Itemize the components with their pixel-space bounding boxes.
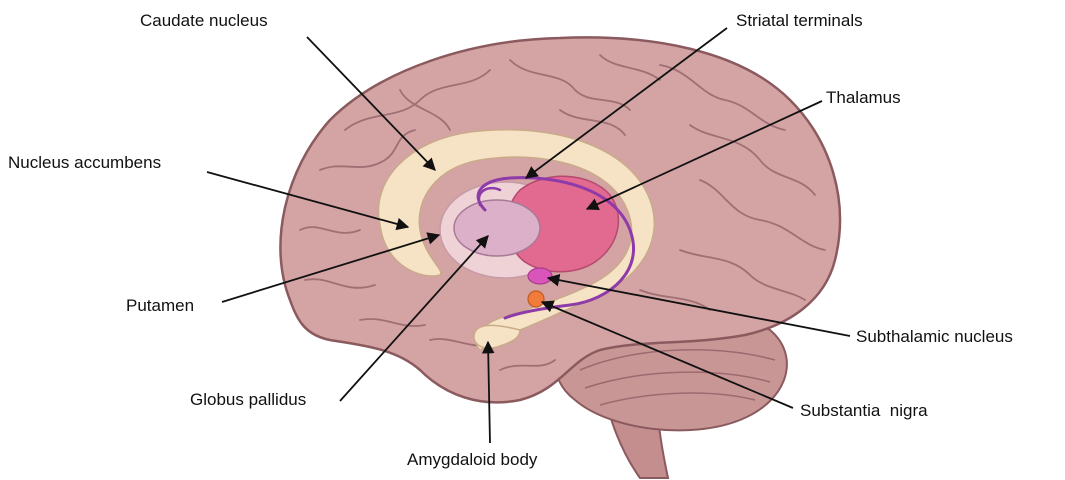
subthalamic-nucleus [528,268,552,284]
label-substantia-nigra: Substantia nigra [800,401,928,421]
label-amygdaloid-body: Amygdaloid body [407,450,537,470]
label-subthalamic-nucleus: Subthalamic nucleus [856,327,1013,347]
label-caudate-nucleus: Caudate nucleus [140,11,268,31]
label-striatal-terminals: Striatal terminals [736,11,863,31]
label-globus-pallidus: Globus pallidus [190,390,306,410]
label-nucleus-accumbens: Nucleus accumbens [8,153,161,173]
substantia-nigra [528,291,544,307]
globus-pallidus [454,200,540,256]
label-thalamus: Thalamus [826,88,901,108]
label-putamen: Putamen [126,296,194,316]
